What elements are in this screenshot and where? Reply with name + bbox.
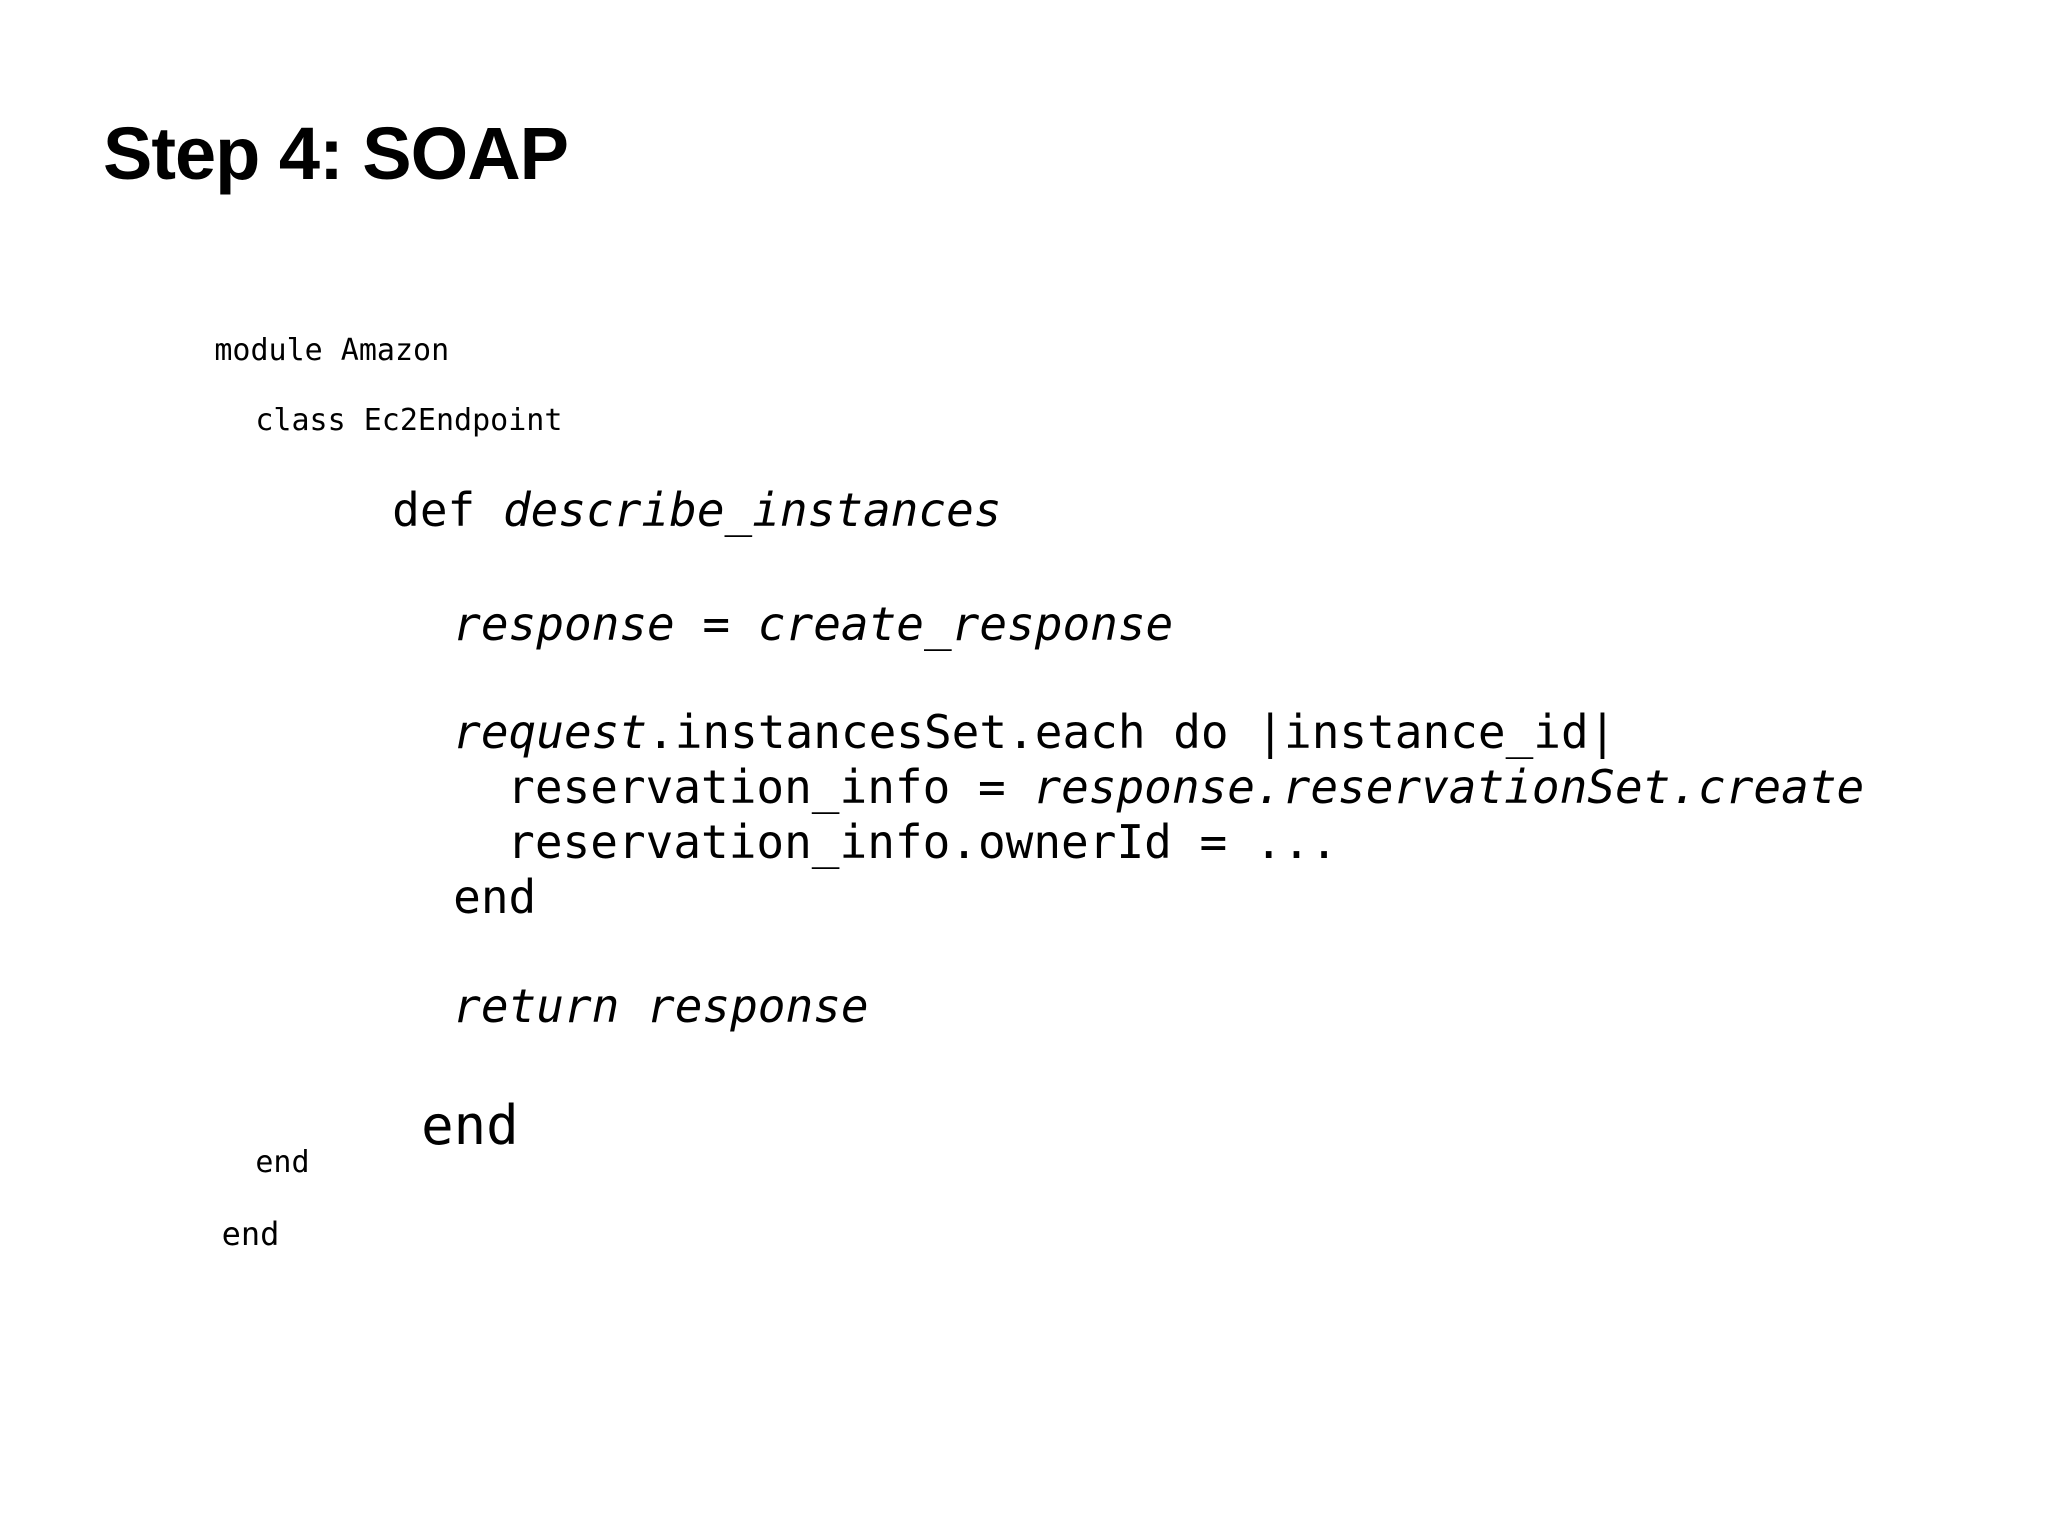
code-segment: describe_instances bbox=[502, 483, 1002, 537]
code-line-end-module: end bbox=[106, 1180, 280, 1288]
code-segment: .instancesSet.each do |instance_id| bbox=[647, 705, 1617, 759]
code-segment: end bbox=[453, 870, 537, 924]
code-segment: reservation_info = bbox=[507, 760, 1034, 814]
code-line-end-def: end bbox=[226, 1036, 519, 1216]
code-line-def: def describe_instances bbox=[226, 432, 1001, 588]
code-line-return: return response bbox=[287, 928, 869, 1084]
code-segment: class Ec2Endpoint bbox=[255, 403, 563, 438]
code-line-reservation-info-assign: reservation_info = response.reservationS… bbox=[341, 709, 1864, 865]
code-segment: end bbox=[221, 1215, 280, 1253]
code-segment: end bbox=[255, 1145, 310, 1180]
code-line-reservation-owner-assign: reservation_info.ownerId = ... bbox=[341, 764, 1338, 920]
code-line-module: module Amazon bbox=[106, 300, 449, 402]
code-segment: reservation_info.ownerId = ... bbox=[507, 815, 1339, 869]
code-segment: module Amazon bbox=[214, 333, 450, 368]
code-line-class: class Ec2Endpoint bbox=[147, 370, 562, 472]
code-line-request-each: request.instancesSet.each do |instance_i… bbox=[287, 654, 1616, 810]
code-line-response-assign: response = create_response bbox=[287, 546, 1173, 702]
page-title: Step 4: SOAP bbox=[103, 112, 569, 195]
code-segment: response.reservationSet.create bbox=[1033, 760, 1865, 814]
code-line-end-class: end bbox=[147, 1112, 310, 1214]
code-segment: response = create_response bbox=[453, 597, 1174, 651]
code-line-end-each: end bbox=[287, 819, 536, 975]
code-segment: end bbox=[421, 1094, 519, 1157]
code-segment: def bbox=[392, 483, 503, 537]
code-segment: return response bbox=[453, 979, 869, 1033]
code-segment: request bbox=[453, 705, 648, 759]
